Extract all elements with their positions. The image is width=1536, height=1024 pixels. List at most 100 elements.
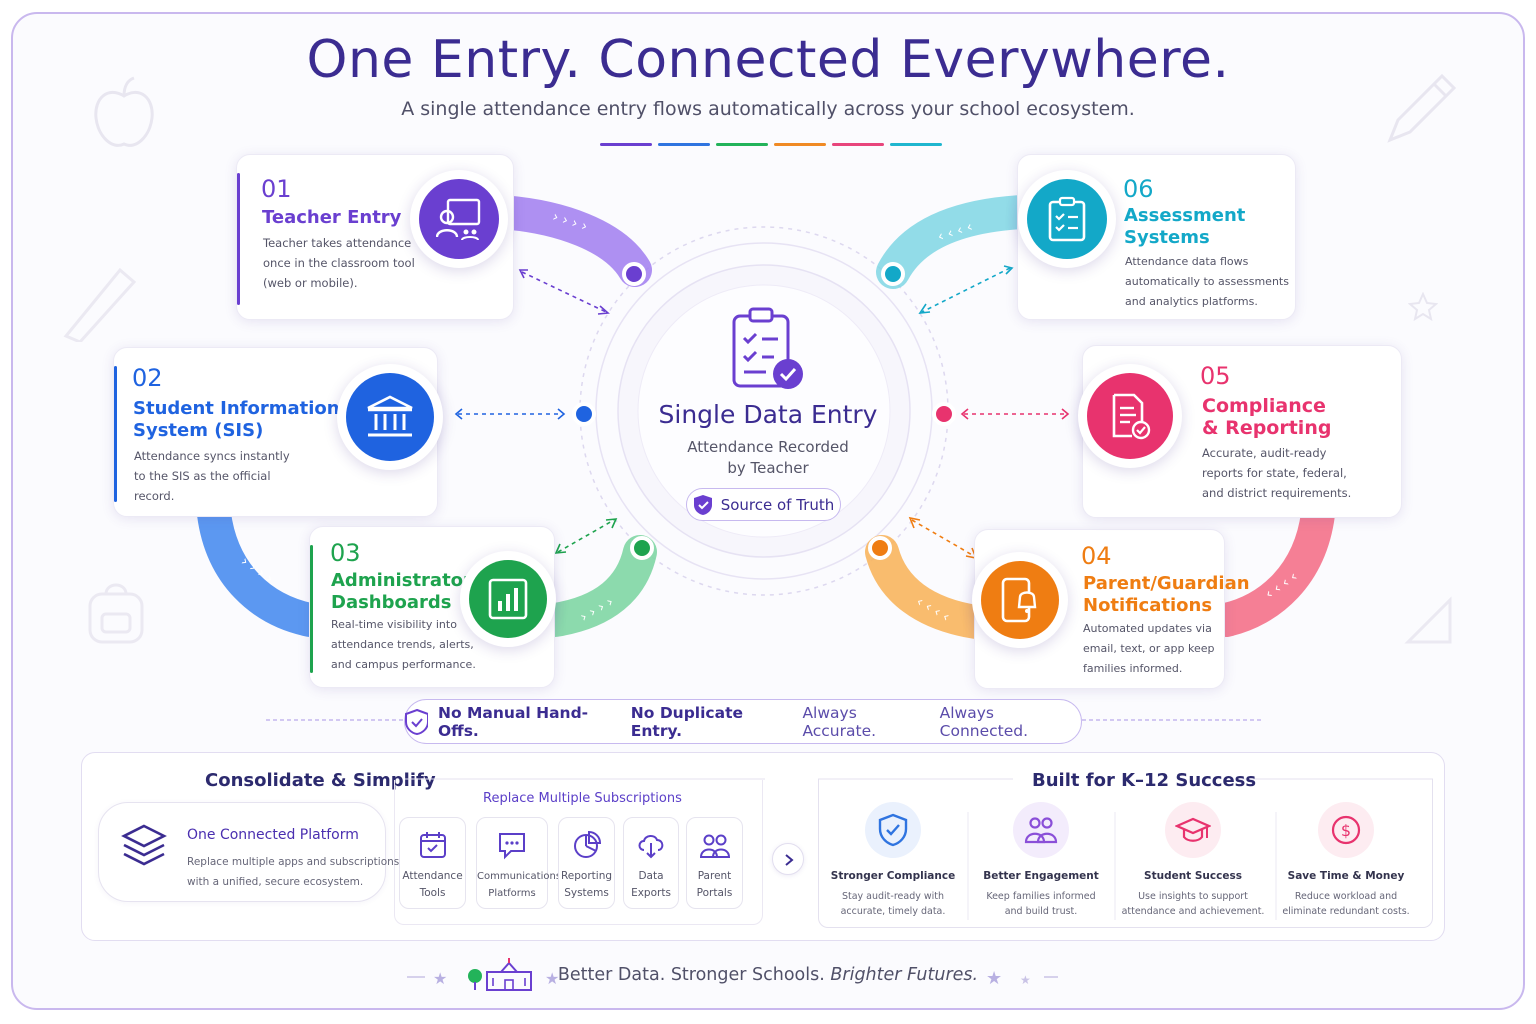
- step-title: Compliance & Reporting: [1202, 395, 1331, 439]
- benefit-desc-line-1: Stay audit-ready with: [841, 891, 945, 902]
- tool-label-line-1: Reporting: [560, 870, 613, 882]
- step-icon-sis: [337, 364, 443, 470]
- arc-assessment: [876, 195, 1039, 289]
- dollar-coin-icon: $: [1331, 815, 1361, 845]
- banner-text-connected: Always Connected.: [939, 703, 1029, 740]
- chat-bubble-icon: [499, 833, 525, 860]
- next-arrow-button[interactable]: [772, 843, 804, 875]
- hub-subtitle-line-1: Attendance Recorded: [687, 438, 849, 456]
- pencil-doodle-icon: [1387, 73, 1457, 143]
- classroom-board-icon: [436, 198, 481, 241]
- node-dot-assessment: [881, 262, 905, 286]
- banner-text-no-handoffs: No Manual Hand-Offs.: [437, 703, 589, 740]
- clipboard-check-icon: [732, 307, 803, 389]
- step-title: Teacher Entry: [262, 207, 402, 228]
- footer-school-decoration: ★ ★: [407, 958, 559, 991]
- benefit-title: Student Success: [1144, 870, 1242, 882]
- divider-segment: [600, 143, 652, 146]
- step-icon-assessment-systems: [1018, 170, 1116, 268]
- k12-divider: [818, 778, 1433, 780]
- subscriptions-group: [394, 780, 763, 925]
- star-doodle-icon: [1408, 292, 1438, 322]
- step-desc-line: and district requirements.: [1202, 486, 1352, 500]
- tool-label-line-1: Data: [638, 870, 664, 882]
- arc-compliance: [1209, 497, 1335, 637]
- svg-text:★: ★: [545, 969, 559, 988]
- benefit-desc-line-1: Keep families informed: [986, 891, 1096, 902]
- step-card-assessment-systems: 06 Assessment Systems Attendance data fl…: [1017, 154, 1296, 320]
- footer-text-part-1: Better Data. Stronger Schools.: [557, 965, 825, 985]
- benefit-description: Use insights to support attendance and ac…: [1118, 889, 1268, 919]
- step-title-line-1: Assessment: [1124, 205, 1246, 226]
- shield-check-icon: [405, 708, 428, 735]
- step-description: Teacher takes attendance once in the cla…: [263, 233, 415, 293]
- benefit-desc-line-2: accurate, timely data.: [840, 906, 946, 917]
- divider-segment: [716, 143, 768, 146]
- accent-bar: [310, 545, 313, 673]
- institution-icon: [367, 395, 413, 437]
- step-description: Accurate, audit-ready reports for state,…: [1202, 443, 1351, 503]
- document-check-icon: [1112, 393, 1151, 440]
- shield-check-icon: [878, 813, 908, 847]
- step-number: 06: [1123, 175, 1154, 203]
- arc-teacher: [483, 195, 652, 287]
- bar-chart-icon: [488, 578, 528, 620]
- benefit-desc-line-2: eliminate redundant costs.: [1282, 906, 1410, 917]
- benefit-desc-line-1: Use insights to support: [1138, 891, 1248, 902]
- step-title-line-1: Parent/Guardian: [1083, 573, 1250, 594]
- step-icon-parent-notifications: [972, 552, 1068, 648]
- divider-segment: [832, 143, 884, 146]
- tool-label-line-2: Portals: [696, 887, 733, 899]
- benefit-title: Stronger Compliance: [830, 870, 956, 882]
- page-title: One Entry. Connected Everywhere.: [306, 30, 1230, 90]
- step-description: Automated updates via email, text, or ap…: [1083, 619, 1214, 679]
- step-icon-compliance-reporting: [1078, 364, 1182, 468]
- step-title-line-2: Dashboards: [331, 592, 452, 613]
- tool-label-line-1: Parent: [697, 870, 732, 882]
- step-title-line-1: Compliance: [1202, 395, 1326, 417]
- node-dot-sis: [572, 402, 596, 426]
- benefit-desc-line-2: and build trust.: [1004, 906, 1078, 917]
- node-dot-admin: [630, 536, 654, 560]
- step-desc-line: (web or mobile).: [263, 276, 358, 290]
- k12-group: [818, 779, 1433, 928]
- svg-text:★: ★: [1020, 973, 1031, 987]
- benefit-desc-line-2: attendance and achievement.: [1121, 906, 1265, 917]
- step-number: 01: [261, 175, 292, 203]
- step-description: Attendance data flows automatically to a…: [1125, 252, 1289, 312]
- step-number: 04: [1081, 542, 1112, 570]
- replace-subscriptions-title: Replace Multiple Subscriptions: [483, 791, 682, 806]
- accent-bar: [114, 366, 117, 502]
- step-desc-line: record.: [134, 489, 175, 503]
- platform-card: One Connected Platform Replace multiple …: [98, 802, 399, 902]
- step-desc-line: email, text, or app keep: [1083, 642, 1215, 655]
- step-title-line-1: Administrator: [331, 570, 472, 591]
- benefit-description: Reduce workload and eliminate redundant c…: [1271, 889, 1421, 919]
- people-icon: [699, 834, 730, 858]
- step-description: Real-time visibility into attendance tre…: [331, 615, 476, 675]
- benefit-desc-line-1: Reduce workload and: [1294, 891, 1398, 902]
- arc-sis: [197, 497, 327, 637]
- arc-parent: [865, 535, 993, 639]
- step-desc-line: Automated updates via: [1083, 622, 1212, 635]
- step-desc-line: Attendance data flows: [1125, 255, 1249, 268]
- backpack-doodle-icon: [88, 583, 144, 644]
- benefit-separators: [967, 812, 1277, 920]
- step-desc-line: Accurate, audit-ready: [1202, 446, 1327, 460]
- step-title: Assessment Systems: [1124, 205, 1245, 249]
- divider-segment: [890, 143, 942, 146]
- step-number: 05: [1200, 362, 1231, 390]
- step-icon-teacher-entry: [410, 170, 508, 268]
- calendar-check-icon: [419, 832, 446, 858]
- chevron-right-icon: [785, 854, 794, 866]
- page-subtitle: A single attendance entry flows automati…: [401, 98, 1135, 120]
- step-desc-line: attendance trends, alerts,: [331, 638, 474, 651]
- divider-segment: [658, 143, 710, 146]
- checklist-icon: [1048, 196, 1086, 242]
